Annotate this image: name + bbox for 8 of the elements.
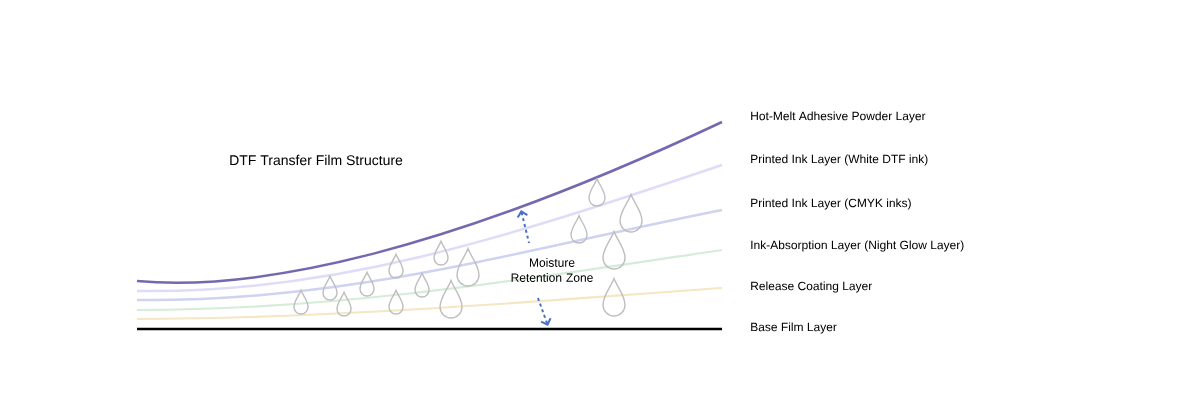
title: DTF Transfer Film Structure (230, 154, 403, 166)
layer-label: Release Coating Layer (751, 281, 873, 293)
layer-label: Base Film Layer (751, 322, 837, 334)
layer-label: Hot-Melt Adhesive Powder Layer (751, 111, 926, 123)
zone-label: Moisture Retention Zone (511, 258, 593, 282)
layer-label: Ink-Absorption Layer (Night Glow Layer) (751, 240, 964, 252)
layer-label: Printed Ink Layer (White DTF ink) (751, 154, 928, 166)
layer-label: Printed Ink Layer (CMYK inks) (751, 198, 911, 210)
